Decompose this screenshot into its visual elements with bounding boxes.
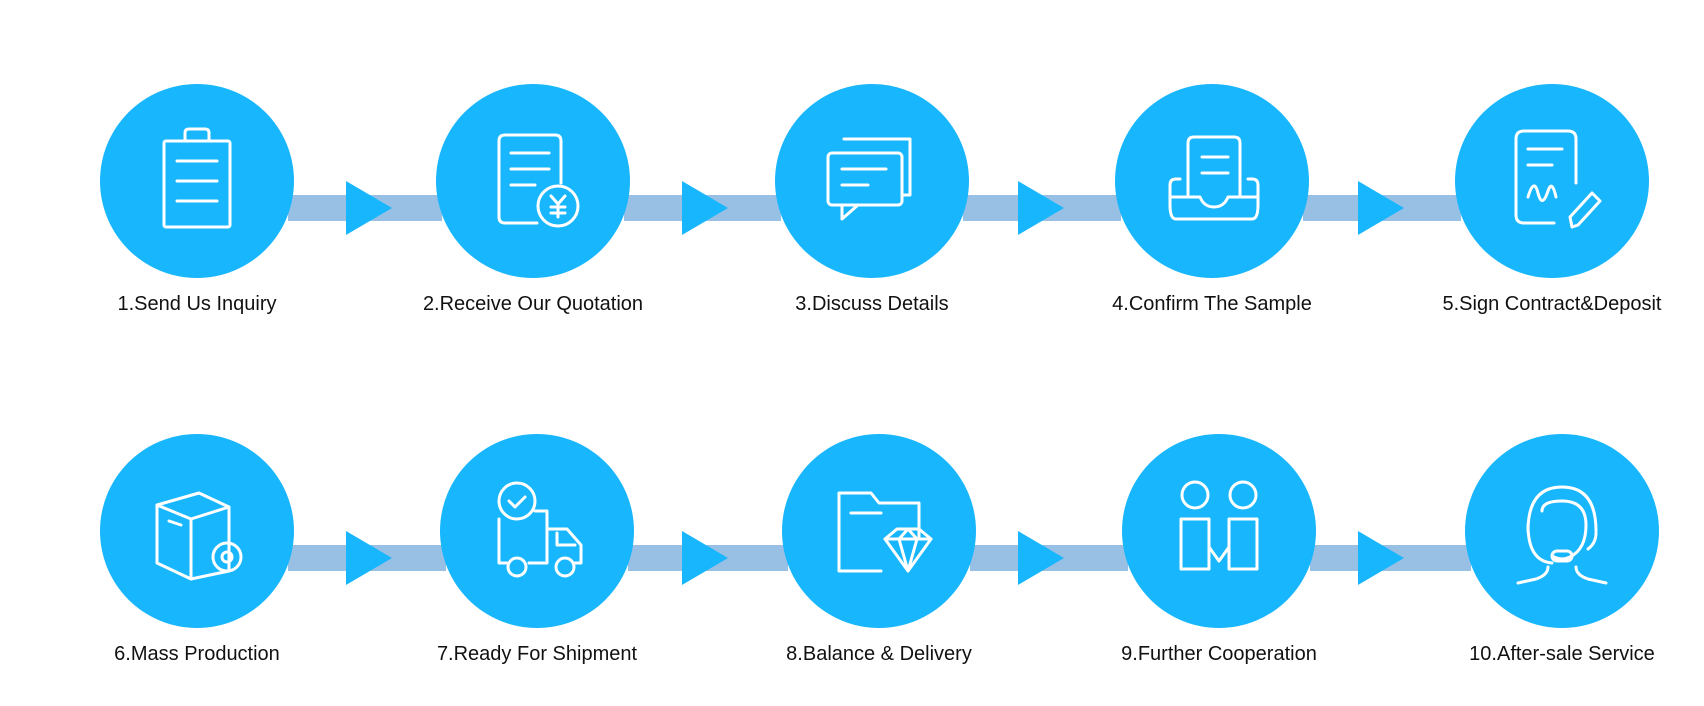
arrow-icon xyxy=(1018,181,1064,235)
step-label: 4.Confirm The Sample xyxy=(1112,293,1312,315)
arrow-icon xyxy=(682,181,728,235)
step-label: 1.Send Us Inquiry xyxy=(117,293,277,315)
sample-tray-icon xyxy=(1168,135,1260,221)
step-circle xyxy=(1455,84,1649,278)
step-label: 10.After-sale Service xyxy=(1469,643,1655,665)
step-circle xyxy=(440,434,634,628)
people-icon xyxy=(1179,480,1259,571)
step-label: 6.Mass Production xyxy=(114,643,280,665)
contract-sign-icon xyxy=(1514,129,1602,229)
step-label: 2.Receive Our Quotation xyxy=(422,293,644,315)
step-label: 5.Sign Contract&Deposit xyxy=(1442,293,1662,315)
arrow-icon xyxy=(1358,531,1404,585)
arrow-icon xyxy=(346,181,392,235)
step-label: 7.Ready For Shipment xyxy=(436,643,638,665)
step-circle xyxy=(775,84,969,278)
box-gear-icon xyxy=(155,491,243,581)
step-label: 9.Further Cooperation xyxy=(1121,643,1317,665)
truck-icon xyxy=(497,481,583,578)
step-label: 8.Balance & Delivery xyxy=(786,643,972,665)
clipboard-icon xyxy=(162,127,232,229)
step-label: 3.Discuss Details xyxy=(795,293,949,315)
quotation-icon xyxy=(497,133,580,228)
folder-diamond-icon xyxy=(837,491,933,573)
step-circle xyxy=(436,84,630,278)
step-circle xyxy=(1465,434,1659,628)
arrow-icon xyxy=(346,531,392,585)
arrow-icon xyxy=(682,531,728,585)
step-circle xyxy=(100,84,294,278)
step-circle xyxy=(1115,84,1309,278)
step-circle xyxy=(782,434,976,628)
headset-icon xyxy=(1516,485,1608,585)
arrow-icon xyxy=(1358,181,1404,235)
step-circle xyxy=(1122,434,1316,628)
chat-icon xyxy=(826,137,912,221)
step-circle xyxy=(100,434,294,628)
arrow-icon xyxy=(1018,531,1064,585)
